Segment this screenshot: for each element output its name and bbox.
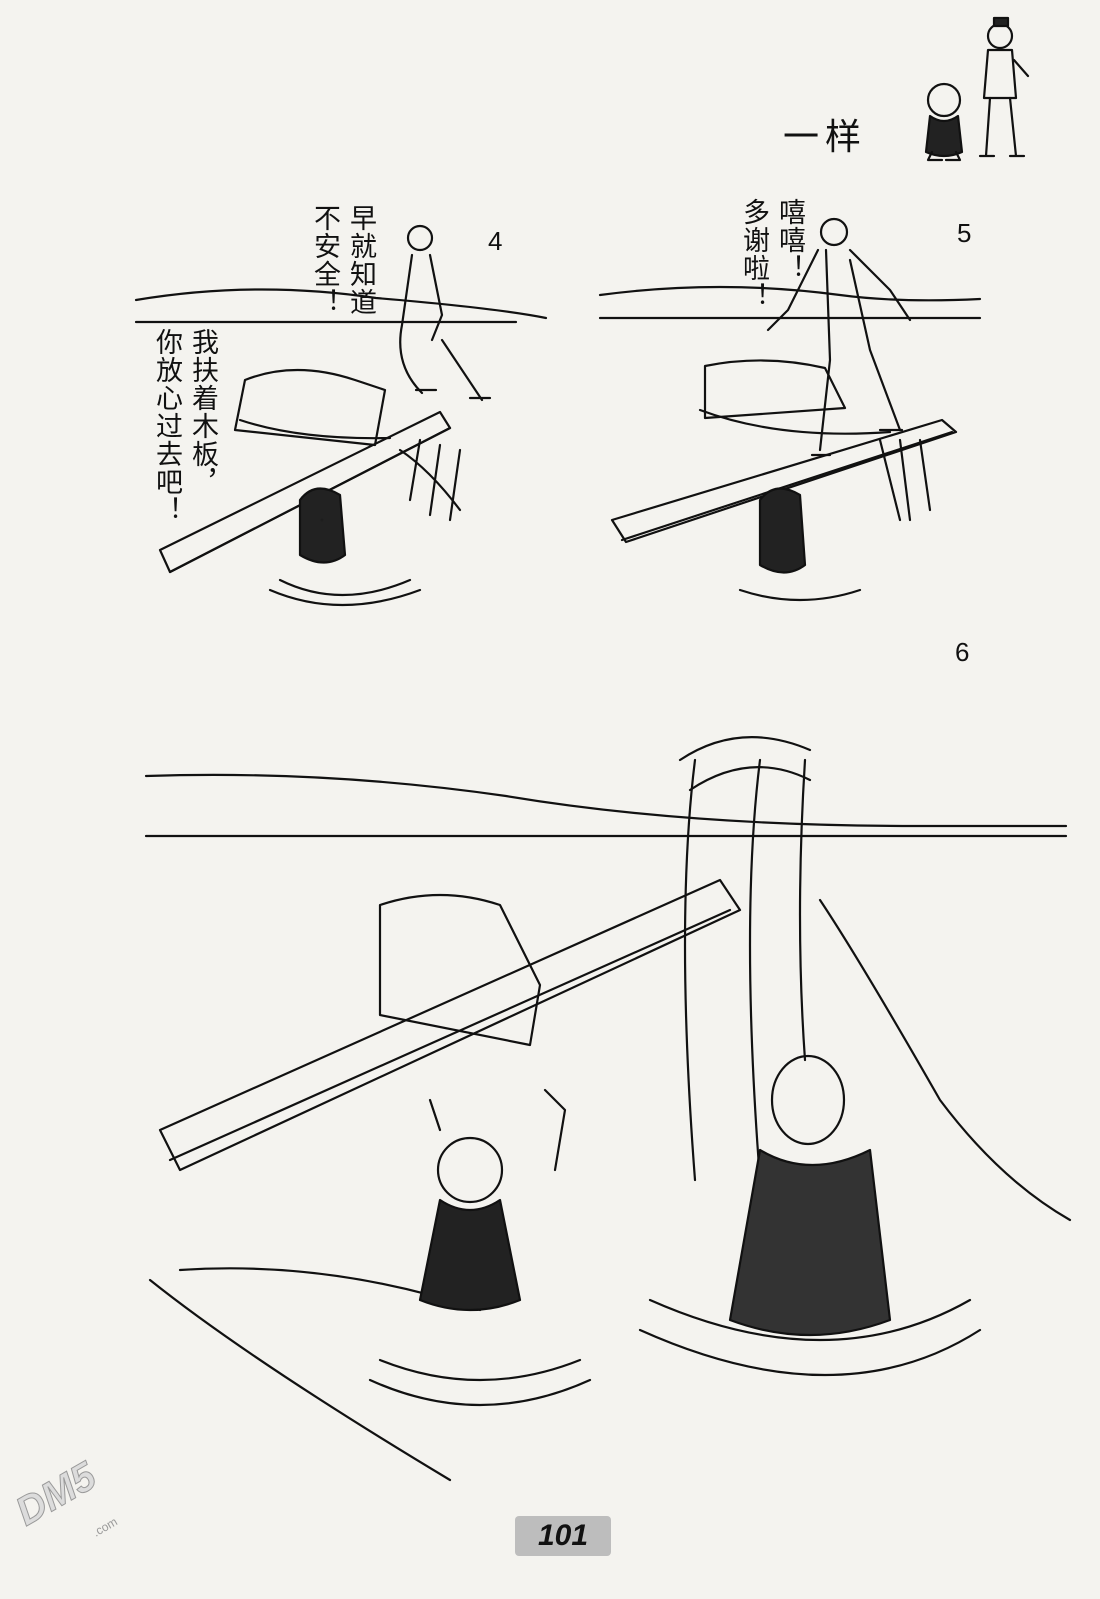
speech-bubble-man: 嘻嘻！ 多谢啦！ [735,198,807,328]
speech-text: 嘻嘻！ 多谢啦！ [738,198,805,310]
page-number: 101 [515,1516,611,1556]
speech-text: 早就知道 不安全！ [309,204,376,316]
character-mascot-icon [924,16,1030,162]
panel-number: 6 [955,637,970,667]
panel-5-art [598,217,982,602]
panel-6-art [144,736,1072,1482]
speech-text: 我扶着木板， 你放心过去吧！ [151,328,218,524]
story-title: 一样 [783,117,868,158]
panel-4-art [134,224,548,607]
panel-number: 4 [488,226,503,256]
speech-bubble-man: 早就知道 不安全！ [306,204,378,354]
speech-bubble-kid: 我扶着木板， 你放心过去吧！ [148,328,220,538]
panel-number: 5 [957,218,972,248]
